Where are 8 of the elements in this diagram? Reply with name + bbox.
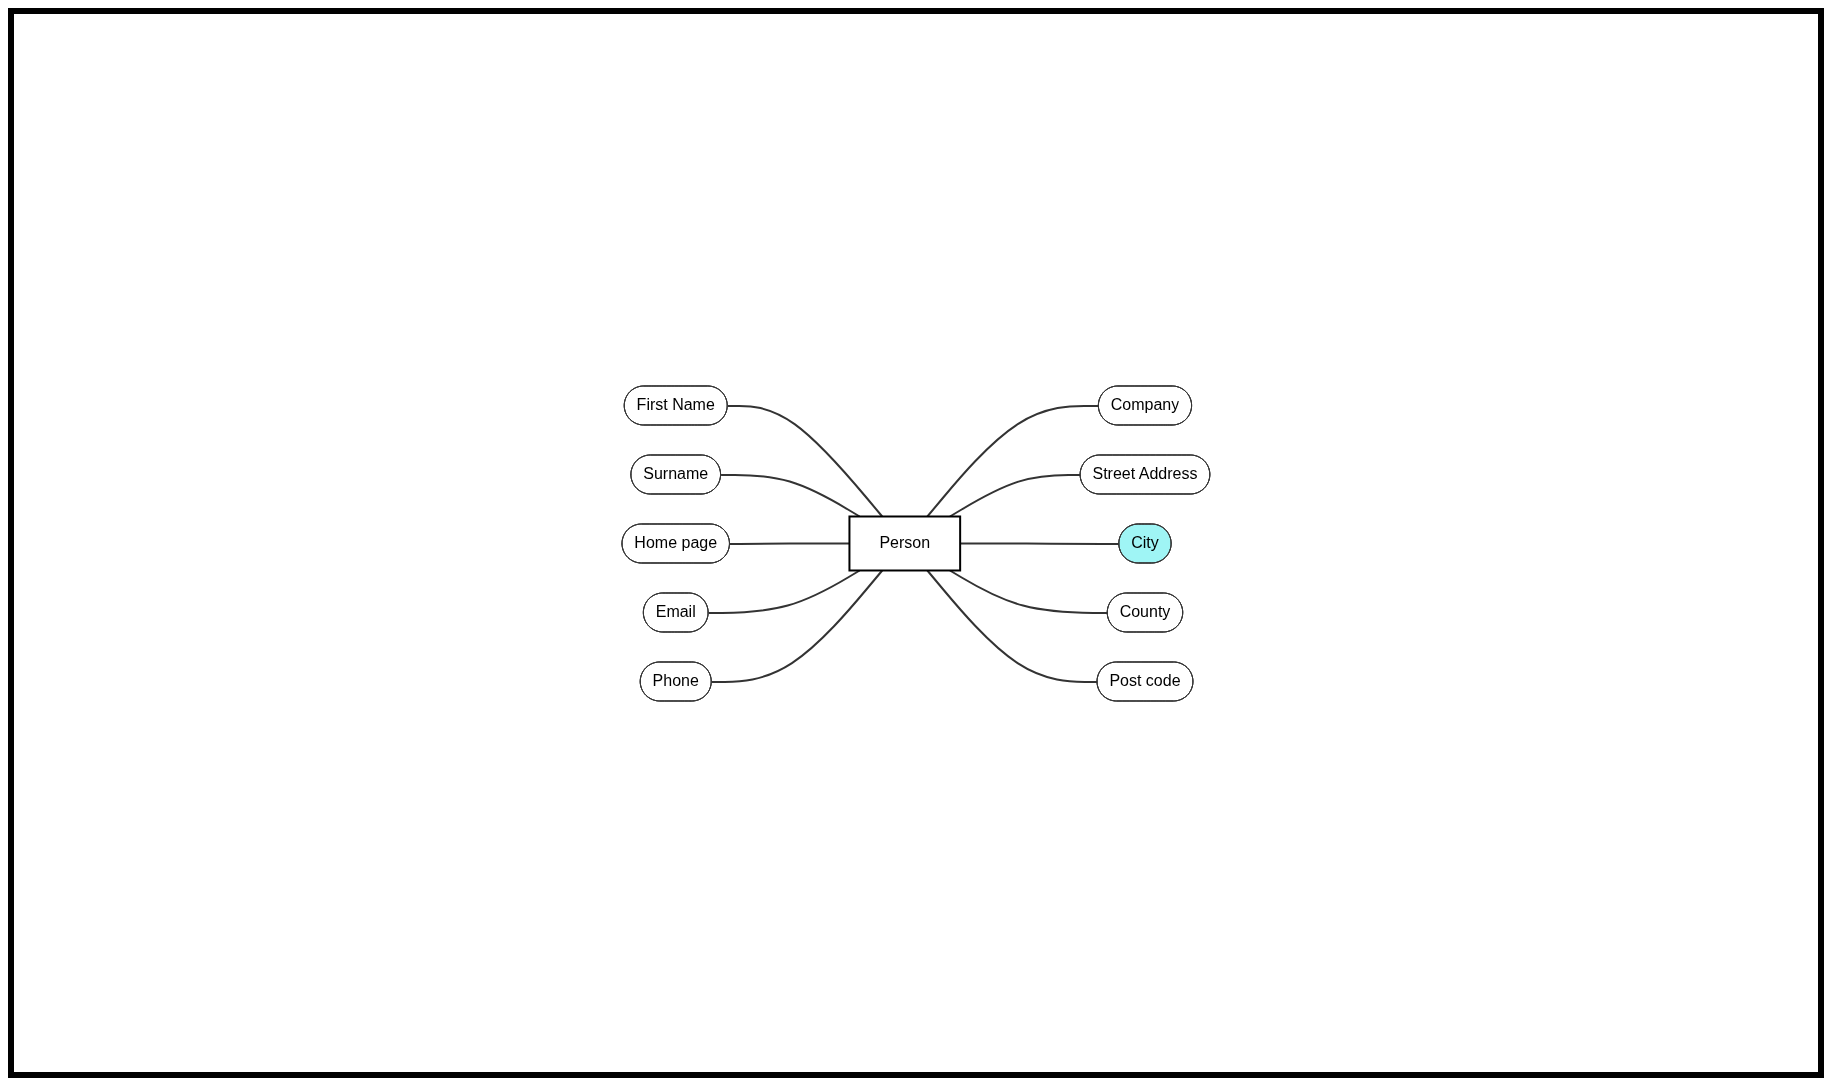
connector — [926, 569, 1099, 683]
connector — [949, 569, 1109, 614]
connector — [707, 569, 861, 614]
node-box: Person — [848, 515, 962, 571]
connector — [726, 404, 884, 517]
connector — [949, 473, 1082, 517]
connector — [926, 404, 1100, 517]
connector — [710, 569, 884, 683]
